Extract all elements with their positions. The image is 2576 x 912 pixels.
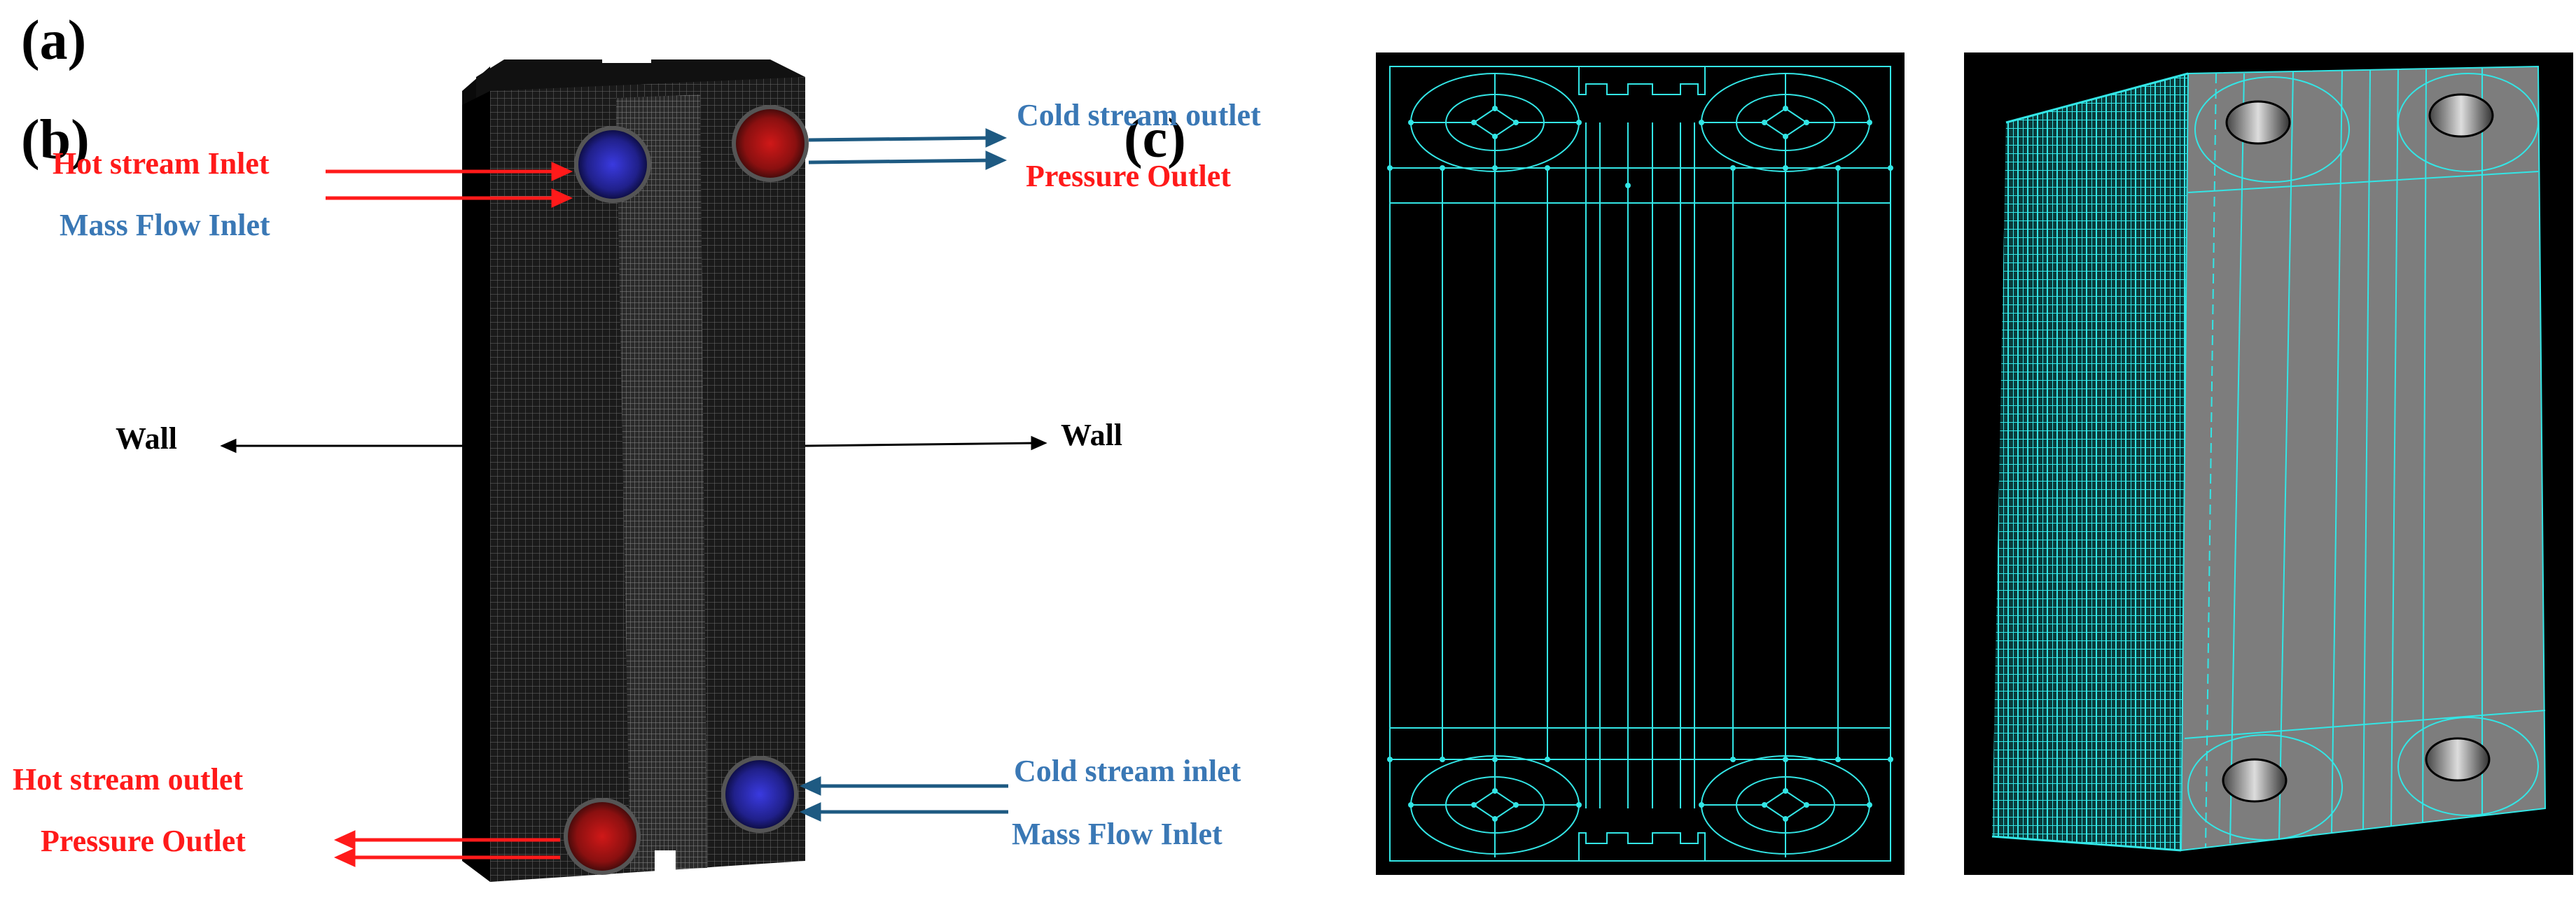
- hot-outlet-label: Hot stream outlet: [13, 762, 244, 797]
- wall-left-label: Wall: [116, 421, 178, 456]
- cold-inlet-label: Cold stream inlet: [1014, 754, 1241, 788]
- panel-label-c: (c): [1124, 108, 1186, 169]
- hot-inlet-label: Hot stream Inlet: [53, 146, 270, 181]
- hot-inlet-arrows: [326, 162, 573, 208]
- port-cylinders: [2222, 93, 2494, 803]
- cold-outlet-port: [732, 105, 809, 182]
- heat-exchanger-mesh-figure: [220, 49, 1047, 882]
- wall-right-arrow: [805, 435, 1047, 451]
- hot-inlet-port: [574, 126, 651, 203]
- panel-label-b: (b): [21, 109, 90, 171]
- blocking-wireframe-2d: [1376, 52, 1905, 875]
- wall-right-label: Wall: [1061, 418, 1123, 452]
- hot-outlet-bc-label: Pressure Outlet: [41, 824, 246, 858]
- cold-outlet-bc-label: Pressure Outlet: [1026, 159, 1231, 193]
- hot-outlet-port: [564, 798, 641, 875]
- meshed-side-face: [1992, 73, 2188, 850]
- panel-label-a: (a): [21, 10, 87, 71]
- blocking-3d-view: [1964, 52, 2573, 875]
- cold-outlet-label: Cold stream outlet: [1017, 98, 1261, 132]
- hot-outlet-arrows: [333, 830, 560, 867]
- grey-front-face: [2181, 66, 2545, 850]
- cold-outlet-arrows: [808, 128, 1008, 170]
- cold-inlet-arrows: [799, 776, 1008, 822]
- wall-left-arrow: [220, 438, 462, 454]
- corrugation-band: [616, 94, 707, 871]
- left-wall-slab: [462, 91, 490, 882]
- cold-inlet-bc-label: Mass Flow Inlet: [1012, 817, 1223, 851]
- hot-inlet-bc-label: Mass Flow Inlet: [60, 208, 270, 242]
- cold-inlet-port: [721, 756, 798, 833]
